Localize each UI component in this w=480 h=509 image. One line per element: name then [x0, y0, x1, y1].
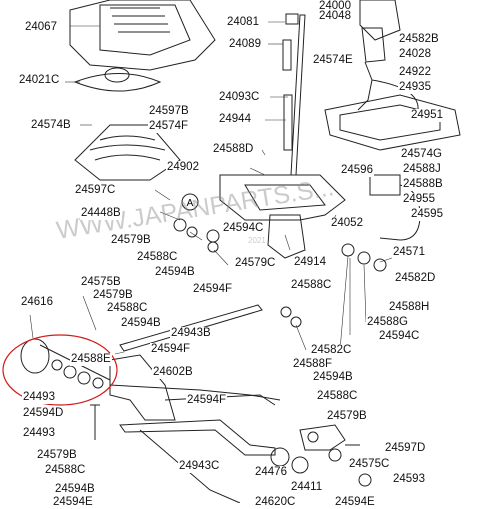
- part-number-label: 24594B: [54, 483, 96, 496]
- part-number-label: 24594B: [312, 371, 354, 384]
- shift-boot-lower: [74, 124, 181, 181]
- selector-plate: [324, 94, 461, 151]
- part-number-label: 24579B: [326, 410, 368, 423]
- part-number-label: 24574B: [30, 119, 72, 132]
- part-number-label: 24594B: [154, 266, 196, 279]
- part-number-label: 24595: [410, 208, 444, 221]
- part-number-label: 24943B: [170, 327, 212, 340]
- linkage-rod-24943b: [119, 304, 263, 352]
- part-number-label: 24579B: [36, 449, 78, 462]
- part-number-label: 24582B: [398, 33, 440, 46]
- part-number-label: 24944: [218, 113, 252, 126]
- part-number-label: 24616: [20, 296, 54, 309]
- part-number-label: 24579B: [110, 234, 152, 247]
- part-number-label: 24588B: [402, 178, 444, 191]
- part-number-label: 24588C: [316, 390, 359, 403]
- part-number-label: 24914: [293, 256, 327, 269]
- part-number-label: 24411: [290, 481, 324, 494]
- gear-housing: [219, 174, 346, 221]
- part-number-label: 24089: [228, 38, 262, 51]
- part-number-label: 24597C: [74, 184, 117, 197]
- part-number-label: 24575B: [80, 276, 122, 289]
- mount-24021c: [73, 73, 162, 92]
- part-number-label: 24594D: [22, 407, 65, 420]
- part-number-label: 24602B: [152, 366, 194, 379]
- part-number-label: 24594C: [378, 330, 421, 343]
- part-number-label: 24574G: [400, 148, 443, 161]
- part-number-label: 24588C: [44, 464, 87, 477]
- part-number-label: 24951: [410, 109, 444, 122]
- part-number-label: 24922: [398, 66, 432, 79]
- highlight-circle: [2, 334, 118, 406]
- callout-letter: A: [187, 198, 194, 209]
- part-number-label: 24579B: [92, 289, 134, 302]
- part-number-label: 24493: [22, 427, 56, 440]
- part-number-label: 24067: [24, 21, 58, 34]
- shift-lever: [290, 14, 306, 176]
- part-number-label: 24902: [166, 161, 200, 174]
- part-number-label: 24021C: [18, 74, 61, 87]
- part-number-label: 24052: [330, 217, 364, 230]
- part-number-label: 24588C: [106, 302, 149, 315]
- part-number-label: 24943C: [178, 460, 221, 473]
- part-number-label: 24588C: [290, 279, 333, 292]
- part-number-label: 24582D: [394, 272, 437, 285]
- part-number-label: 24597B: [148, 105, 190, 118]
- part-number-label: 24028: [398, 48, 432, 61]
- bushing-24616: [20, 338, 50, 374]
- part-number-label: 24000: [318, 0, 352, 13]
- part-number-label: 24081: [226, 16, 260, 29]
- part-number-label: 24093C: [218, 91, 261, 104]
- part-number-label: 24575C: [348, 458, 391, 471]
- part-number-label: 24448B: [80, 207, 122, 220]
- part-number-label: 24955: [402, 193, 436, 206]
- part-number-label: 24594F: [186, 394, 228, 407]
- part-number-label: 24571: [392, 246, 426, 259]
- shift-boot-upper: [69, 0, 216, 71]
- part-number-label: 24594F: [150, 343, 192, 356]
- part-number-label: 24594B: [120, 317, 162, 330]
- part-number-label: 24048: [318, 10, 352, 23]
- part-number-label: 24596: [340, 164, 374, 177]
- part-number-label: 24493: [22, 391, 56, 404]
- part-number-label: 24476: [254, 466, 288, 479]
- callout-circle: [181, 193, 199, 211]
- part-number-label: 24588E: [70, 353, 112, 366]
- linkage-rod-24943c: [119, 419, 276, 456]
- part-number-label: 24588D: [212, 143, 255, 156]
- part-number-label: 24588F: [292, 358, 334, 371]
- part-number-label: 24588J: [402, 163, 442, 176]
- part-number-label: 24594F: [192, 283, 234, 296]
- part-number-label: 24593: [392, 473, 426, 486]
- lever-24602b: [109, 354, 176, 421]
- part-number-label: 24588G: [366, 316, 409, 329]
- part-number-label: 24597D: [384, 442, 427, 455]
- part-number-label: 24594C: [222, 222, 265, 235]
- part-number-label: 24574E: [312, 54, 354, 67]
- part-number-label: 24588H: [388, 301, 431, 314]
- part-number-label: 24579C: [234, 257, 277, 270]
- part-number-label: 24574F: [148, 120, 190, 133]
- part-number-label: 24588C: [136, 251, 179, 264]
- part-number-label: 24582C: [310, 344, 353, 357]
- part-number-label: 24935: [398, 81, 432, 94]
